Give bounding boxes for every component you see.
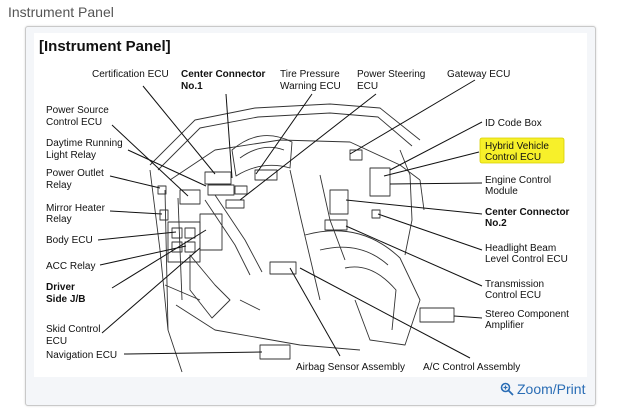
label-stereo-component-amplifier-2: Amplifier	[485, 320, 525, 331]
label-engine-control-module: Engine Control	[485, 175, 551, 186]
label-transmission-control-ecu: Transmission	[485, 279, 544, 290]
label-transmission-control-ecu-2: Control ECU	[485, 290, 541, 301]
zoom-print-label: Zoom/Print	[517, 381, 586, 397]
label-body-ecu: Body ECU	[46, 235, 93, 246]
label-gateway-ecu: Gateway ECU	[447, 69, 510, 80]
label-hybrid-vehicle-control-ecu-2: Control ECU	[485, 152, 541, 163]
label-acc-relay: ACC Relay	[46, 261, 95, 272]
zoom-print-link[interactable]: Zoom/Print	[500, 381, 585, 397]
label-id-code-box: ID Code Box	[485, 118, 542, 129]
label-hybrid-vehicle-control-ecu: Hybrid Vehicle	[485, 141, 549, 152]
label-certification-ecu: Certification ECU	[92, 69, 169, 80]
label-headlight-beam-level-control-ecu-2: Level Control ECU	[485, 254, 568, 265]
label-center-connector-2-no: No.2	[485, 218, 507, 229]
label-power-steering-ecu-2: ECU	[357, 81, 378, 92]
label-skid-control-ecu: Skid Control	[46, 324, 100, 335]
label-tire-pressure-warning-ecu-2: Warning ECU	[280, 81, 341, 92]
label-driver-side-jb-2: Side J/B	[46, 294, 85, 305]
label-power-steering-ecu: Power Steering	[357, 69, 425, 80]
highlight-hybrid-vehicle-control-ecu	[479, 137, 565, 164]
label-skid-control-ecu-2: ECU	[46, 336, 67, 347]
label-center-connector-2: Center Connector	[485, 207, 570, 218]
label-center-connector-1: Center Connector	[181, 69, 266, 80]
diagram-title: [Instrument Panel]	[39, 38, 171, 55]
label-airbag-sensor-assembly: Airbag Sensor Assembly	[296, 362, 405, 373]
magnifier-icon	[500, 382, 514, 396]
label-center-connector-1-no: No.1	[181, 81, 203, 92]
label-engine-control-module-2: Module	[485, 186, 518, 197]
label-tire-pressure-warning-ecu: Tire Pressure	[280, 69, 340, 80]
page-title: Instrument Panel	[8, 4, 114, 20]
label-mirror-heater-relay-2: Relay	[46, 214, 72, 225]
label-power-outlet-relay-2: Relay	[46, 180, 72, 191]
label-driver-side-jb: Driver	[46, 282, 75, 293]
diagram-panel[interactable]	[34, 33, 587, 377]
label-navigation-ecu: Navigation ECU	[46, 350, 117, 361]
dashboard-drawing	[149, 103, 455, 373]
label-power-source-control-ecu-2: Control ECU	[46, 117, 102, 128]
label-daytime-running-light-relay: Daytime Running	[46, 138, 123, 149]
label-daytime-running-light-relay-2: Light Relay	[46, 150, 96, 161]
label-headlight-beam-level-control-ecu: Headlight Beam	[485, 243, 556, 254]
leader-lines	[97, 79, 483, 359]
label-mirror-heater-relay: Mirror Heater	[46, 203, 106, 214]
label-stereo-component-amplifier: Stereo Component	[485, 309, 569, 320]
label-power-outlet-relay: Power Outlet	[46, 168, 104, 179]
label-ac-control-assembly: A/C Control Assembly	[423, 362, 520, 373]
label-power-source-control-ecu: Power Source	[46, 105, 109, 116]
